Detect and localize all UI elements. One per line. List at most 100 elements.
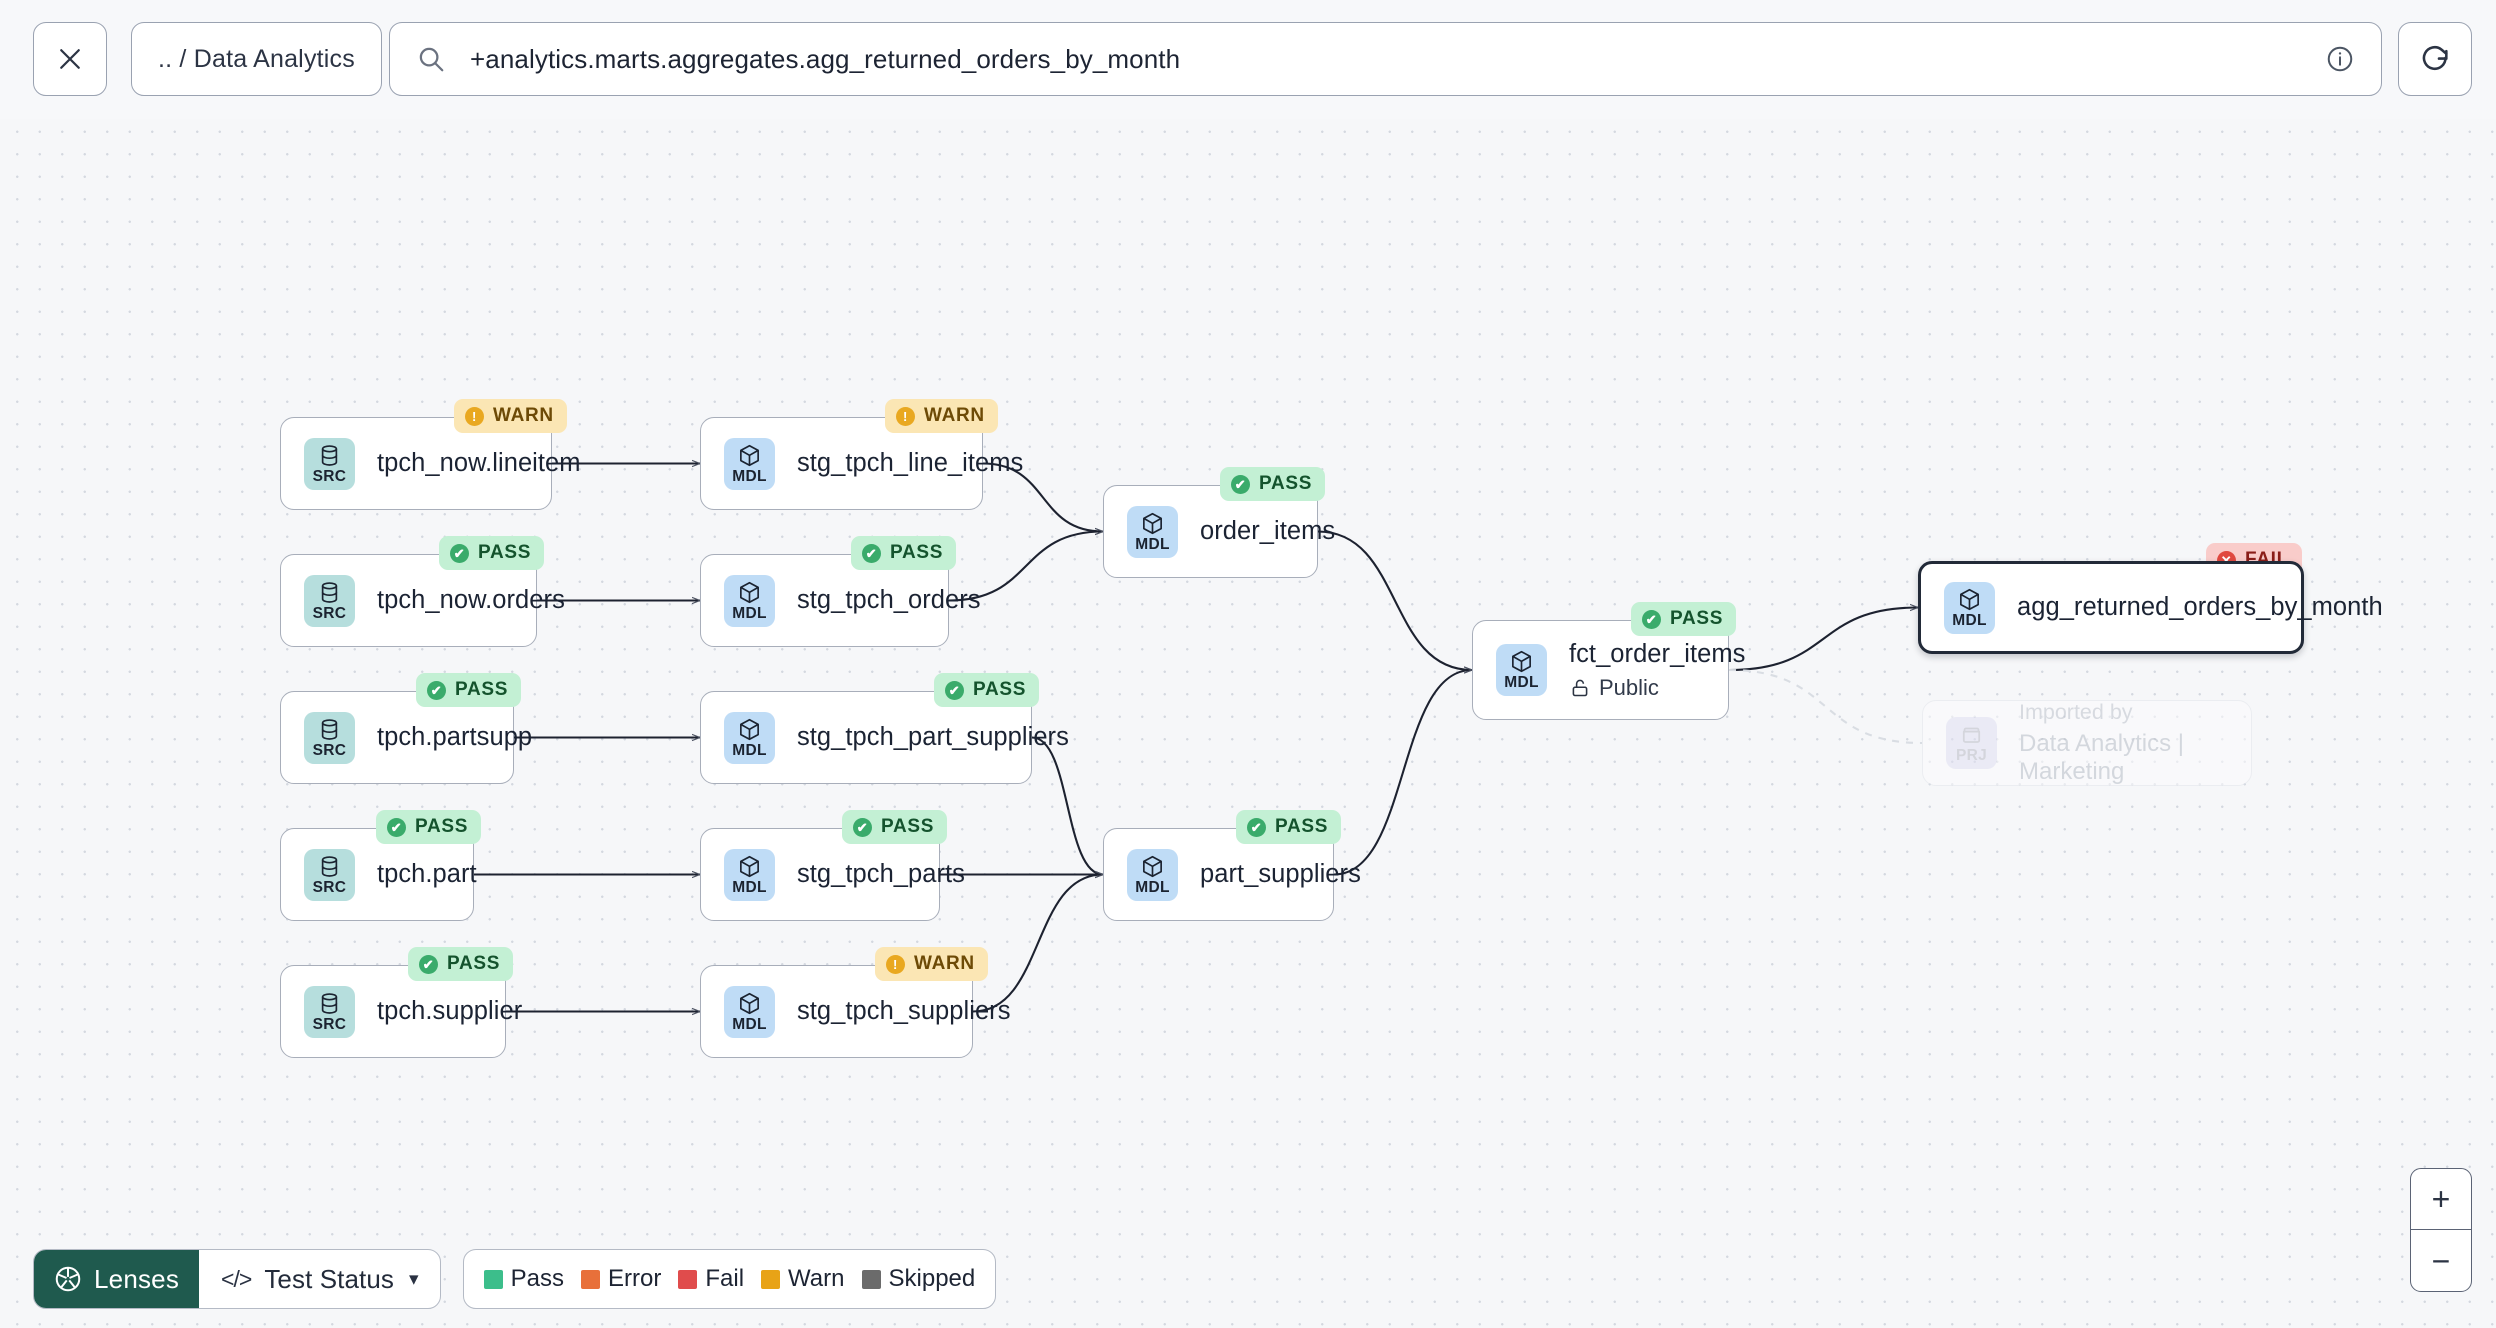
- legend-swatch: [678, 1269, 698, 1289]
- src-node-icon: SRC: [304, 574, 355, 627]
- zoom-in-button[interactable]: +: [2411, 1169, 2471, 1230]
- cube-icon: [737, 991, 762, 1016]
- status-badge-order_items: ✔PASS: [1220, 467, 1326, 501]
- status-icon: ✔: [419, 954, 438, 974]
- node-title: agg_returned_orders_by_month: [2017, 593, 2383, 621]
- legend-swatch: [861, 1269, 881, 1289]
- test-status-dropdown[interactable]: </> Test Status ▾: [199, 1250, 440, 1308]
- status-label: PASS: [455, 679, 509, 700]
- status-icon: !: [886, 954, 905, 974]
- database-icon: [317, 580, 342, 605]
- node-type-label: MDL: [732, 604, 767, 622]
- edge-stg_tpch_orders-to-order_items: [948, 532, 1103, 602]
- node-type-label: SRC: [312, 741, 347, 759]
- node-type-label: MDL: [732, 741, 767, 759]
- close-button[interactable]: [33, 22, 107, 96]
- status-badge-tpch_supplier: ✔PASS: [408, 947, 514, 981]
- mdl-node-icon: MDL: [724, 437, 775, 490]
- status-badge-stg_tpch_suppliers: ! WARN: [875, 947, 988, 981]
- breadcrumb[interactable]: .. / Data Analytics: [131, 22, 382, 96]
- legend-label: Pass: [510, 1265, 565, 1292]
- status-label: WARN: [914, 953, 975, 974]
- cube-icon: [1140, 854, 1165, 879]
- legend-item-pass[interactable]: Pass: [483, 1265, 565, 1293]
- edge-stg_tpch_part_suppliers-to-part_suppliers: [1031, 736, 1103, 875]
- legend-item-fail[interactable]: Fail: [678, 1265, 744, 1293]
- database-icon: [317, 717, 342, 742]
- status-badge-tpch_now_lineitem: !WARN: [454, 399, 567, 433]
- zoom-out-button[interactable]: −: [2431, 1242, 2451, 1279]
- lenses-button[interactable]: Lenses: [34, 1250, 200, 1308]
- node-title: fct_order_items: [1569, 639, 1746, 668]
- status-badge-stg_tpch_orders: ✔PASS: [851, 536, 957, 570]
- legend-item-warn[interactable]: Warn: [761, 1265, 845, 1293]
- node-type-label: SRC: [312, 1015, 347, 1033]
- mdl-node-icon: MDL: [724, 711, 775, 764]
- status-icon: !: [896, 406, 915, 426]
- status-icon: ✔: [1247, 817, 1266, 837]
- cube-icon: [737, 443, 762, 468]
- search-value: +analytics.marts.aggregates.agg_returned…: [470, 43, 1181, 74]
- status-badge-fct_order_items: ✔ PASS: [1631, 602, 1737, 636]
- legend-swatch: [761, 1269, 781, 1289]
- graph-node-stg_tpch_line_items[interactable]: MDL stg_tpch_line_items: [700, 417, 1024, 510]
- test-status-label: Test Status: [264, 1263, 395, 1294]
- node-title: tpch.supplier: [377, 997, 523, 1025]
- edge-fct_order_items-to-agg_returned_orders_by_month: [1728, 608, 1918, 672]
- legend-item-skipped[interactable]: Skipped: [861, 1265, 975, 1293]
- cube-icon: [1509, 649, 1534, 674]
- node-title: tpch.partsupp: [377, 723, 533, 751]
- mdl-node-icon: MDL: [724, 985, 775, 1038]
- status-icon: ✔: [1642, 609, 1661, 629]
- cube-icon: [737, 854, 762, 879]
- node-type-label: PRJ: [1955, 747, 1988, 765]
- status-label: PASS: [1670, 608, 1724, 629]
- legend-label: Error: [608, 1265, 662, 1292]
- chevron-down-icon: ▾: [409, 1268, 419, 1290]
- graph-node-agg_returned_orders_by_month[interactable]: MDL agg_returned_orders_by_month: [1918, 561, 2383, 654]
- legend-item-error[interactable]: Error: [581, 1265, 661, 1293]
- edge-stg_tpch_line_items-to-order_items: [982, 462, 1103, 532]
- status-label: PASS: [1259, 473, 1313, 494]
- archive-icon: [1959, 722, 1984, 747]
- node-title: part_suppliers: [1200, 860, 1361, 888]
- edge-order_items-to-fct_order_items: [1317, 530, 1472, 671]
- mdl-node-icon: MDL: [1944, 581, 1995, 634]
- legend-label: Fail: [705, 1265, 745, 1292]
- status-badge-tpch_part: ✔PASS: [376, 810, 482, 844]
- zoom-controls: + −: [2410, 1168, 2472, 1292]
- status-label: WARN: [924, 405, 985, 426]
- lenses-label: Lenses: [94, 1263, 180, 1294]
- edge-fct_order_items-to-imported_by_project: [1728, 668, 1923, 745]
- cube-icon: [737, 580, 762, 605]
- status-legend: Pass Error Fail Warn Skipped: [462, 1249, 997, 1309]
- node-type-label: SRC: [312, 604, 347, 622]
- status-badge-part_suppliers: ✔ PASS: [1236, 810, 1342, 844]
- status-label: PASS: [1275, 816, 1329, 837]
- bottom-toolbar: Lenses </> Test Status ▾ Pass Error Fail Wa…: [33, 1249, 997, 1309]
- legend-label: Warn: [788, 1265, 845, 1292]
- status-label: PASS: [881, 816, 935, 837]
- node-subtitle: Imported by: [2019, 700, 2133, 724]
- info-icon[interactable]: [2325, 44, 2355, 74]
- src-node-icon: SRC: [304, 437, 355, 490]
- refresh-button[interactable]: [2398, 22, 2472, 96]
- node-title: stg_tpch_line_items: [797, 449, 1024, 477]
- edge-part_suppliers-to-fct_order_items: [1333, 670, 1472, 876]
- status-icon: ✔: [862, 543, 881, 563]
- node-type-label: MDL: [732, 878, 767, 896]
- node-type-label: MDL: [1135, 878, 1170, 896]
- code-icon: </>: [221, 1265, 252, 1292]
- node-title: stg_tpch_suppliers: [797, 997, 1011, 1025]
- search-icon: [416, 44, 446, 74]
- node-type-label: MDL: [1952, 611, 1987, 629]
- edge-layer: [474, 119, 1923, 1328]
- search-input[interactable]: +analytics.marts.aggregates.agg_returned…: [389, 22, 2382, 96]
